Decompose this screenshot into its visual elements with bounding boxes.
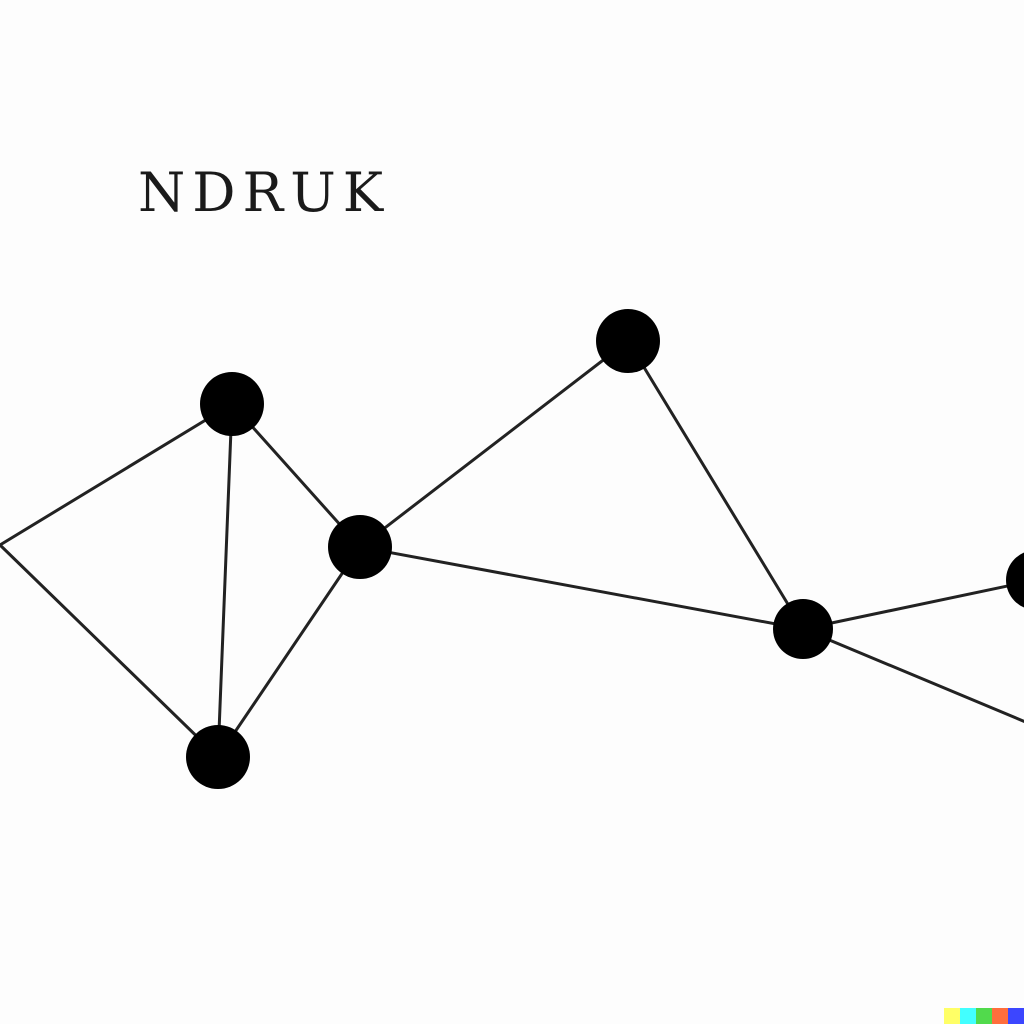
edge-n6-n7 bbox=[801, 580, 1024, 631]
watermark-swatch bbox=[1008, 1008, 1024, 1024]
edge-n2-n4 bbox=[216, 402, 234, 759]
edge-n6-n8 bbox=[801, 627, 1024, 723]
node-n4 bbox=[186, 725, 250, 789]
watermark-swatch bbox=[992, 1008, 1008, 1024]
node-n2 bbox=[200, 372, 264, 436]
watermark-swatch bbox=[976, 1008, 992, 1024]
edge-n3-n5 bbox=[358, 339, 630, 549]
watermark-swatch bbox=[944, 1008, 960, 1024]
watermark-swatch bbox=[960, 1008, 976, 1024]
edge-n1-n4 bbox=[0, 543, 220, 759]
node-n5 bbox=[596, 309, 660, 373]
node-n7 bbox=[1006, 552, 1024, 608]
node-n6 bbox=[773, 599, 833, 659]
edge-n3-n6 bbox=[358, 545, 805, 631]
node-n3 bbox=[328, 515, 392, 579]
edge-n5-n6 bbox=[626, 339, 805, 631]
edges-layer bbox=[0, 339, 1024, 759]
diagram-title: NDRUK bbox=[138, 161, 391, 224]
color-watermark bbox=[944, 1008, 1024, 1024]
edge-n1-n2 bbox=[0, 402, 234, 547]
nodes-layer bbox=[186, 309, 1024, 789]
edge-n4-n3 bbox=[216, 545, 362, 759]
